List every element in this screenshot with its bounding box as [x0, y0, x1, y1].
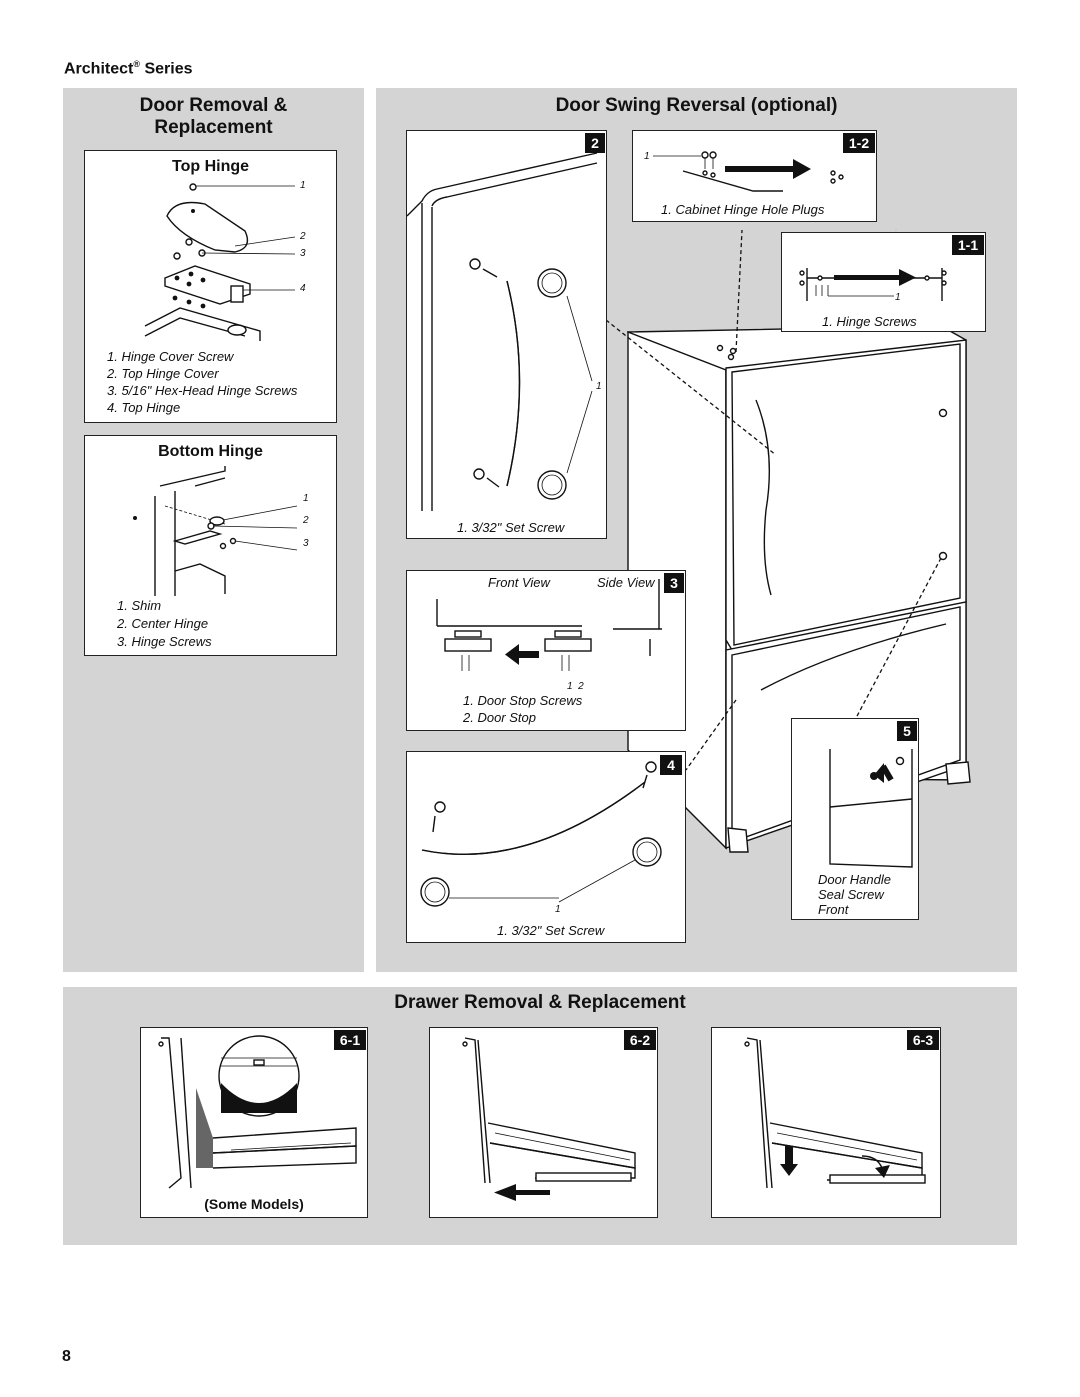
- step-1-1-callout: 1: [895, 292, 901, 303]
- drawer-6-1-illustration: [158, 1035, 357, 1189]
- step-4-caption: 1. 3/32" Set Screw: [497, 923, 605, 938]
- seal-screw-illustration: [829, 749, 913, 868]
- step-1-2-badge: 1-2: [843, 133, 875, 153]
- step-1-2-box: 1-2 1 1. Cabinet Hinge Hole Plugs: [632, 130, 877, 222]
- step-6-1-badge: 6-1: [334, 1030, 366, 1050]
- bottom-hinge-callout-1: 1: [303, 493, 309, 504]
- top-hinge-callout-4: 4: [300, 283, 306, 294]
- step-2-badge: 2: [585, 133, 605, 153]
- side-view-label: Side View: [597, 575, 655, 590]
- door-stop-illustration: [436, 579, 662, 671]
- bottom-hinge-illustration: [133, 466, 298, 596]
- step-6-3-box: 6-3: [711, 1027, 941, 1218]
- top-hinge-callout-2: 2: [300, 231, 306, 242]
- bottom-hinge-legend: 1. Shim 2. Center Hinge 3. Hinge Screws: [117, 598, 212, 649]
- step-3-callouts: 1 2: [567, 681, 584, 692]
- door-handle-illustration: [406, 152, 598, 511]
- hinge-plugs-illustration: [653, 151, 844, 192]
- step-3-box: 3 Front View Side View 1 2 1. Door Stop …: [406, 570, 686, 731]
- step-5-badge: 5: [897, 721, 917, 741]
- step-4-badge: 4: [660, 755, 682, 775]
- step-6-1-box: 6-1 (Some Models): [140, 1027, 368, 1218]
- step-4-callout: 1: [555, 904, 561, 915]
- step-1-1-caption: 1. Hinge Screws: [822, 314, 917, 329]
- step-5-box: 5 Door Handle Seal Screw Front: [791, 718, 919, 920]
- series-label: Series: [144, 60, 193, 78]
- step-3-legend: 1. Door Stop Screws 2. Door Stop: [463, 693, 583, 725]
- drawer-title: Drawer Removal & Replacement: [394, 992, 686, 1013]
- step-2-caption: 1. 3/32" Set Screw: [457, 520, 565, 535]
- top-hinge-legend: 1. Hinge Cover Screw 2. Top Hinge Cover …: [107, 349, 298, 415]
- step-6-3-badge: 6-3: [907, 1030, 939, 1050]
- page-number: 8: [62, 1348, 71, 1365]
- door-removal-panel: Door Removal & Replacement Top Hinge: [63, 88, 364, 972]
- step-6-2-badge: 6-2: [624, 1030, 656, 1050]
- top-hinge-title: Top Hinge: [171, 158, 250, 175]
- brand-name: Architect: [64, 60, 134, 78]
- door-swing-title: Door Swing Reversal (optional): [555, 95, 838, 116]
- top-hinge-illustration: [144, 183, 296, 341]
- bottom-hinge-box: Bottom Hinge 1 2 3 1. Shim 2. Center Hin…: [84, 435, 337, 656]
- step-4-box: 4 1 1. 3/32" Set Screw: [406, 751, 686, 943]
- drawer-6-2-illustration: [462, 1037, 636, 1201]
- drawer-handle-illustration: [420, 761, 662, 907]
- step-1-2-caption: 1. Cabinet Hinge Hole Plugs: [661, 202, 825, 217]
- door-removal-title: Door Removal & Replacement: [139, 95, 288, 138]
- top-hinge-callout-1: 1: [300, 180, 306, 191]
- drawer-panel: Drawer Removal & Replacement 6-1 (Some M…: [63, 987, 1017, 1245]
- top-hinge-box: Top Hinge 1 2 3 4: [84, 150, 337, 423]
- hinge-screws-illustration: [799, 268, 947, 301]
- step-2-callout: 1: [596, 381, 602, 392]
- top-hinge-callout-3: 3: [300, 248, 306, 259]
- step-3-badge: 3: [664, 573, 684, 593]
- step-1-1-box: 1-1 1 1. Hinge Screws: [781, 232, 986, 332]
- step-5-legend: Door Handle Seal Screw Front: [818, 872, 891, 917]
- bottom-hinge-callout-3: 3: [303, 538, 309, 549]
- step-6-2-box: 6-2: [429, 1027, 658, 1218]
- step-1-2-callout: 1: [644, 151, 650, 162]
- bottom-hinge-callout-2: 2: [303, 515, 309, 526]
- step-2-box: 2 1 1. 3/32" Set Screw: [406, 130, 607, 539]
- series-heading: Architect® Series: [64, 59, 193, 78]
- step-6-1-caption: (Some Models): [204, 1196, 304, 1212]
- bottom-hinge-title: Bottom Hinge: [158, 443, 263, 460]
- registered-mark: ®: [133, 59, 140, 69]
- drawer-6-3-illustration: [744, 1037, 926, 1189]
- step-1-1-badge: 1-1: [952, 235, 984, 255]
- front-view-label: Front View: [488, 575, 550, 590]
